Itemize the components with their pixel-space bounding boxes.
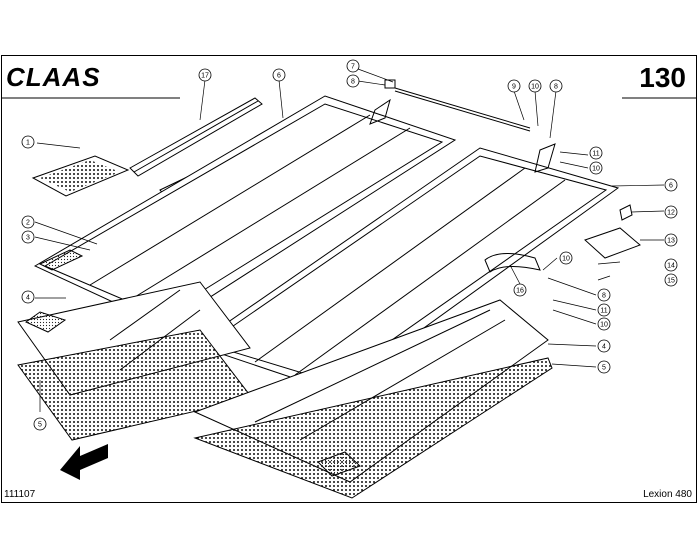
svg-text:5: 5: [602, 365, 606, 372]
lower-right-mesh-5: [193, 357, 553, 499]
callout-4-left: 4: [21, 290, 35, 304]
callout-9: 9: [507, 79, 521, 93]
part-16-handle: [484, 253, 541, 273]
svg-text:2: 2: [26, 220, 30, 227]
svg-text:7: 7: [351, 64, 355, 71]
callout-15: 15: [664, 273, 678, 287]
callout-10-bottom: 10: [597, 317, 611, 331]
callout-4-right: 4: [597, 339, 611, 353]
svg-text:11: 11: [592, 151, 599, 158]
callout-17: 17: [198, 68, 212, 82]
rod-assembly: [369, 79, 556, 173]
callout-16: 16: [513, 283, 527, 297]
callout-6-right: 6: [664, 178, 678, 192]
callout-2: 2: [21, 215, 35, 229]
svg-text:16: 16: [516, 288, 524, 295]
callout-1: 1: [21, 135, 35, 149]
svg-text:5: 5: [38, 422, 42, 429]
part-17-strip: [129, 97, 263, 177]
svg-text:10: 10: [592, 166, 600, 173]
svg-text:14: 14: [667, 263, 675, 270]
callout-10-top: 10: [528, 79, 542, 93]
svg-text:17: 17: [201, 73, 209, 80]
part-12-clip: [619, 204, 633, 221]
svg-text:3: 3: [26, 235, 30, 242]
svg-text:8: 8: [554, 84, 558, 91]
svg-text:10: 10: [531, 84, 539, 91]
svg-text:12: 12: [667, 210, 675, 217]
svg-text:13: 13: [667, 238, 675, 245]
claas-logo: CLAAS: [6, 62, 101, 92]
svg-text:8: 8: [351, 79, 355, 86]
part-1-plate: [31, 155, 130, 197]
svg-text:4: 4: [602, 344, 606, 351]
model-name: Lexion 480: [643, 489, 692, 500]
callout-11-lower: 11: [597, 303, 611, 317]
callout-7: 7: [346, 59, 360, 73]
svg-text:9: 9: [512, 84, 516, 91]
svg-text:6: 6: [669, 183, 673, 190]
callout-10-mid: 10: [589, 161, 603, 175]
callout-6-top: 6: [272, 68, 286, 82]
callout-3: 3: [21, 230, 35, 244]
direction-arrow-icon: [60, 444, 108, 480]
svg-text:15: 15: [667, 278, 675, 285]
callout-8-top: 8: [346, 74, 360, 88]
svg-text:10: 10: [600, 322, 608, 329]
upper-left-sieve-frame: [33, 95, 457, 327]
document-number: 111107: [4, 489, 36, 500]
callout-13: 13: [664, 233, 678, 247]
part-13-bracket: [584, 227, 641, 259]
drawing-frame: [1, 55, 697, 503]
callout-5-left: 5: [33, 417, 47, 431]
svg-text:11: 11: [600, 308, 607, 315]
svg-text:4: 4: [26, 295, 30, 302]
svg-text:6: 6: [277, 73, 281, 80]
callout-11-top: 11: [589, 146, 603, 160]
callout-12: 12: [664, 205, 678, 219]
svg-text:8: 8: [602, 293, 606, 300]
svg-text:10: 10: [562, 256, 570, 263]
page-number: 130: [639, 62, 686, 93]
callout-8-right: 8: [549, 79, 563, 93]
callout-14: 14: [664, 258, 678, 272]
callout-5-right: 5: [597, 360, 611, 374]
svg-text:1: 1: [26, 140, 30, 147]
callout-8-lower: 8: [597, 288, 611, 302]
callout-10-lower: 10: [559, 251, 573, 265]
